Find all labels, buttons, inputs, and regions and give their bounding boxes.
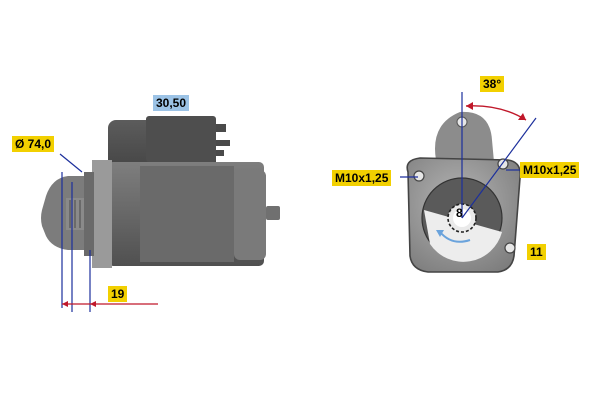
flange-depth-label: 19 <box>108 286 128 302</box>
drive-housing <box>92 160 112 268</box>
bore-shade <box>424 210 502 262</box>
terminal-post <box>216 140 230 146</box>
terminal-post <box>216 150 224 156</box>
teeth-label: 8 <box>456 206 463 220</box>
thread-right-label: M10x1,25 <box>520 162 580 178</box>
bolt-hole <box>504 242 516 254</box>
bolt-hole <box>413 170 425 182</box>
terminal-post <box>216 124 226 132</box>
solenoid-cap <box>146 116 216 162</box>
flange-front-view <box>400 92 537 273</box>
rotation-arrow <box>439 231 471 243</box>
thread-left-label: M10x1,25 <box>332 170 392 186</box>
pinion <box>66 198 86 230</box>
end-cap <box>234 170 266 260</box>
dimension-lines-side <box>59 153 158 312</box>
starter-side-view <box>41 116 280 312</box>
angle-label: 38° <box>480 76 505 92</box>
terminal-label: 30,50 <box>153 95 190 111</box>
flange-top-ear <box>435 111 494 162</box>
flange-ring <box>84 172 94 256</box>
end-bolt <box>266 206 280 220</box>
holes-label: 11 <box>527 244 546 260</box>
housing-band <box>140 166 234 262</box>
diameter-label: Ø 74,0 <box>12 136 55 152</box>
